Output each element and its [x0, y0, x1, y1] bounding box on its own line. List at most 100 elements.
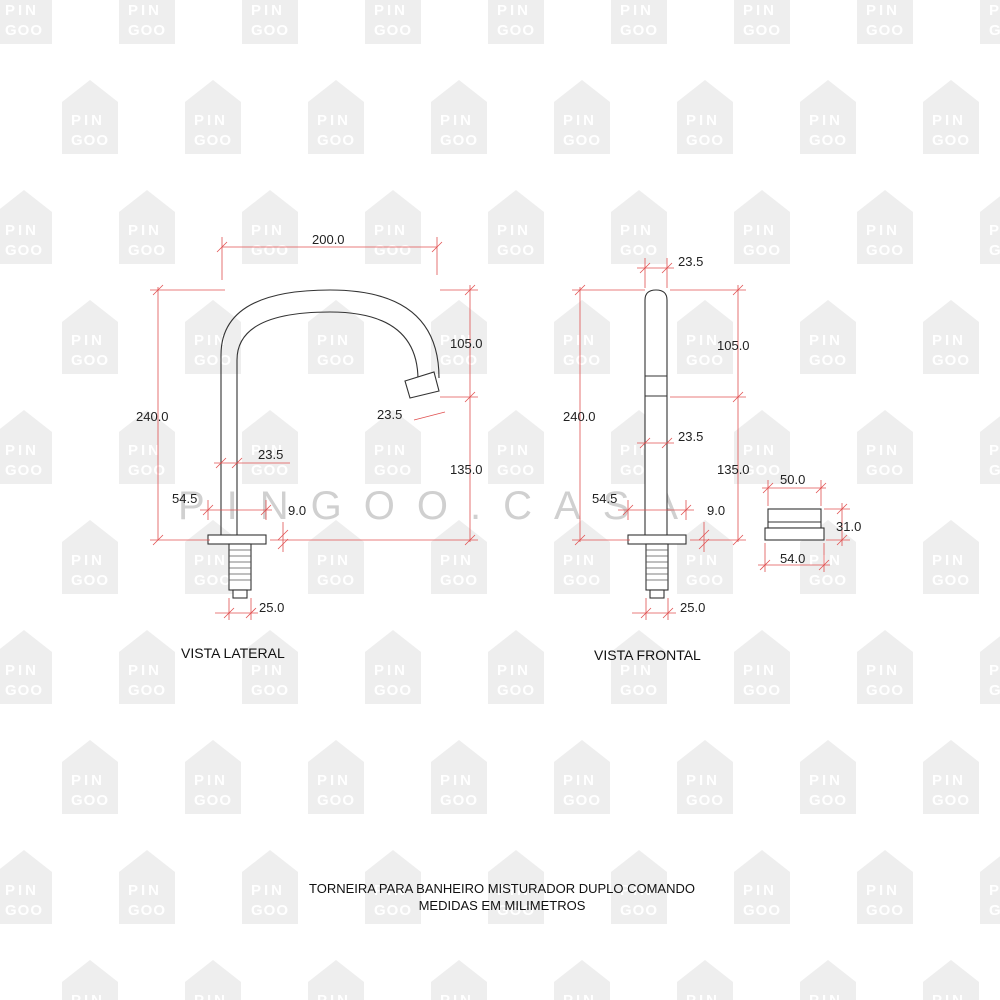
- watermark-line1: PIN: [5, 882, 39, 899]
- watermark-line1: PIN: [440, 112, 474, 129]
- watermark-line2: GOO: [440, 132, 478, 149]
- watermark-tile: PINGOO: [308, 300, 364, 374]
- watermark-tile: PINGOO: [923, 520, 979, 594]
- watermark-line1: PIN: [317, 992, 351, 1000]
- watermark-line2: GOO: [317, 132, 355, 149]
- watermark-line2: GOO: [563, 352, 601, 369]
- watermark-line1: PIN: [497, 2, 531, 19]
- watermark-line2: GOO: [989, 902, 1000, 919]
- watermark-tile: PINGOO: [308, 520, 364, 594]
- watermark-line1: PIN: [5, 2, 39, 19]
- dim-frontal-height-upper: 105.0: [717, 338, 750, 353]
- watermark-line2: GOO: [128, 462, 166, 479]
- watermark-line2: GOO: [71, 572, 109, 589]
- watermark-line2: GOO: [251, 462, 289, 479]
- watermark-tile: PINGOO: [923, 80, 979, 154]
- watermark-tile: PINGOO: [119, 630, 175, 704]
- watermark-tile: PINGOO: [365, 0, 421, 44]
- watermark-tile: PINGOO: [734, 190, 790, 264]
- watermark-line1: PIN: [440, 552, 474, 569]
- dim-frontal-flange-height: 9.0: [707, 503, 725, 518]
- watermark-line1: PIN: [563, 772, 597, 789]
- watermark-tile: PINGOO: [857, 410, 913, 484]
- watermark-line2: GOO: [620, 242, 658, 259]
- watermark-line2: GOO: [374, 462, 412, 479]
- watermark-tile: PINGOO: [554, 520, 610, 594]
- watermark-line2: GOO: [497, 22, 535, 39]
- watermark-line1: PIN: [620, 662, 654, 679]
- watermark-line1: PIN: [686, 772, 720, 789]
- handle-dimensions: [758, 480, 850, 572]
- watermark-line1: PIN: [251, 662, 285, 679]
- watermark-line2: GOO: [5, 462, 43, 479]
- watermark-tile: PINGOO: [365, 190, 421, 264]
- watermark-line1: PIN: [128, 222, 162, 239]
- dim-frontal-flange-width: 54.5: [592, 491, 617, 506]
- watermark-tile: PINGOO: [677, 960, 733, 1000]
- watermark-banner: PINGOO.CASA: [178, 484, 700, 528]
- watermark-line2: GOO: [497, 242, 535, 259]
- watermark-line1: PIN: [194, 332, 228, 349]
- watermark-line2: GOO: [620, 22, 658, 39]
- dim-frontal-height-total: 240.0: [563, 409, 596, 424]
- watermark-line1: PIN: [374, 882, 408, 899]
- watermark-line2: GOO: [194, 792, 232, 809]
- watermark-line2: GOO: [128, 682, 166, 699]
- watermark-tile: PINGOO: [365, 410, 421, 484]
- watermark-line2: GOO: [620, 902, 658, 919]
- watermark-line2: GOO: [71, 132, 109, 149]
- watermark-tile: PINGOO: [734, 850, 790, 924]
- handle-view: [764, 508, 825, 541]
- watermark-line1: PIN: [620, 222, 654, 239]
- lateral-view-title: VISTA LATERAL: [181, 645, 285, 661]
- dim-lateral-height-total: 240.0: [136, 409, 169, 424]
- watermark-line2: GOO: [251, 682, 289, 699]
- watermark-line2: GOO: [866, 242, 904, 259]
- watermark-line1: PIN: [497, 662, 531, 679]
- lateral-spout-tip: [404, 371, 440, 399]
- watermark-line1: PIN: [194, 772, 228, 789]
- watermark-line1: PIN: [686, 112, 720, 129]
- watermark-line1: PIN: [743, 2, 777, 19]
- watermark-tile: PINGOO: [980, 0, 1000, 44]
- dim-frontal-width: 23.5: [678, 254, 703, 269]
- watermark-line1: PIN: [194, 112, 228, 129]
- watermark-line1: PIN: [932, 112, 966, 129]
- watermark-tile: PIN GOO: [431, 80, 487, 154]
- lateral-spout-inner: [236, 311, 419, 535]
- watermark-line2: GOO: [128, 902, 166, 919]
- watermark-line1: PIN: [563, 332, 597, 349]
- watermark-line1: PIN: [809, 772, 843, 789]
- watermark-tile: PINGOO: [62, 80, 118, 154]
- watermark-tile: PINGOO: [185, 300, 241, 374]
- dim-lateral-height-lower: 135.0: [450, 462, 483, 477]
- watermark-line2: GOO: [989, 682, 1000, 699]
- watermark-tile: PINGOO: [923, 960, 979, 1000]
- dim-frontal-thread: 25.0: [680, 600, 705, 615]
- watermark-line1: PIN: [989, 222, 1000, 239]
- frontal-shank: [645, 543, 669, 591]
- watermark-line1: PIN: [563, 112, 597, 129]
- watermark-tile: PINGOO: [734, 630, 790, 704]
- watermark-line1: PIN: [866, 662, 900, 679]
- watermark-line2: GOO: [497, 462, 535, 479]
- watermark-tile: PINGOO: [308, 80, 364, 154]
- dim-lateral-height-upper: 105.0: [450, 336, 483, 351]
- watermark-line2: GOO: [251, 902, 289, 919]
- watermark-line1: PIN: [194, 552, 228, 569]
- watermark-tile: PINGOO: [0, 0, 52, 44]
- watermark-line1: PIN: [620, 442, 654, 459]
- watermark-line2: GOO: [809, 792, 847, 809]
- frontal-dimension-labels: 23.5 240.0 105.0 135.0 23.5 54.5 9.0 25.…: [563, 254, 750, 615]
- watermark-line1: PIN: [743, 222, 777, 239]
- watermark-tile: PINGOO: [857, 850, 913, 924]
- watermark-line2: GOO: [317, 792, 355, 809]
- watermark-line1: PIN: [71, 332, 105, 349]
- watermark-line2: GOO: [71, 792, 109, 809]
- handle-base: [764, 527, 825, 541]
- watermark-line2: GOO: [620, 682, 658, 699]
- watermark-line1: PIN: [743, 442, 777, 459]
- dim-lateral-thread: 25.0: [259, 600, 284, 615]
- watermark-tile: PINGOO: [0, 410, 52, 484]
- watermark-tile: PINGOO: [431, 300, 487, 374]
